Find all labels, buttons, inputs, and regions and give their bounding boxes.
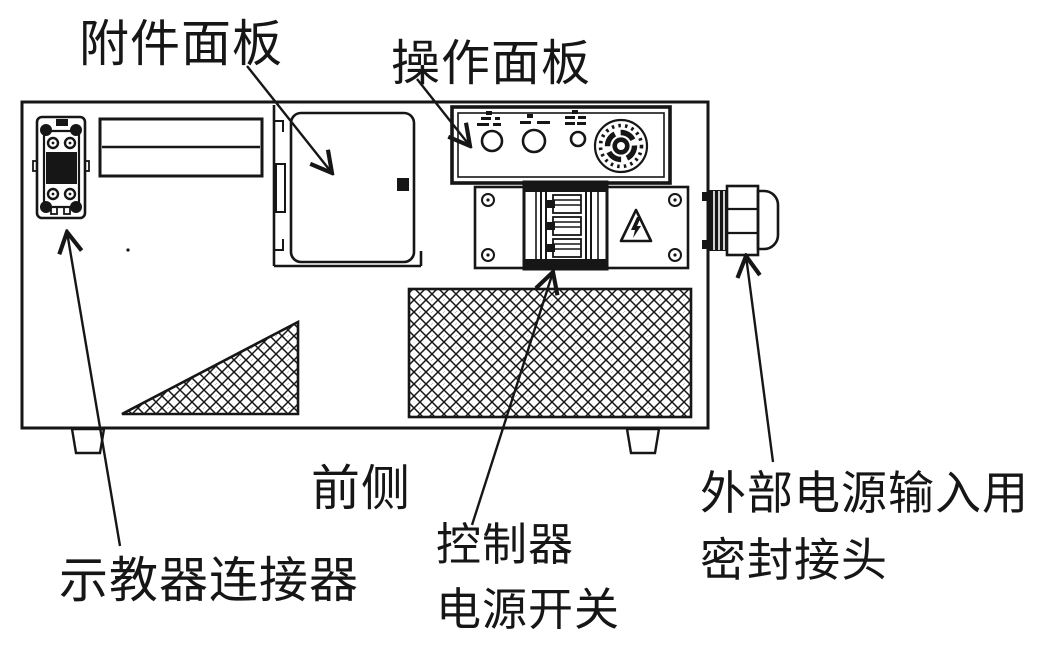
circuit-breaker	[522, 180, 609, 271]
leader-arrows	[67, 65, 775, 547]
label-external-power-gland: 外部电源输入用 密封接头	[700, 460, 1029, 594]
panel-button-2	[521, 128, 547, 154]
teach-pendant-connector	[32, 115, 90, 220]
label-teach-pendant-connector: 示教器连接器	[59, 552, 360, 609]
cabinet-foot-left	[70, 427, 106, 455]
screw-icons	[481, 193, 682, 262]
breaker-pole	[547, 194, 582, 214]
door-latch-mark	[397, 178, 409, 191]
panel-button-1	[480, 129, 504, 153]
panel-button-caption-marks	[477, 110, 586, 126]
top-louver-slot	[98, 117, 264, 178]
controller-power-switch	[473, 180, 690, 271]
label-controller-power-switch: 控制器 电源开关	[436, 512, 620, 642]
cabinet-foot-right	[625, 427, 661, 455]
knob-ring-text-marks	[598, 123, 644, 169]
panel-button-3	[569, 130, 587, 148]
leader-teach-connector	[67, 232, 122, 547]
leader-operation-panel	[416, 78, 470, 146]
label-accessory-panel: 附件面板	[79, 15, 283, 73]
label-controller-power-switch-line1: 控制器	[436, 518, 575, 571]
label-front-side: 前侧	[311, 460, 412, 517]
vent-grille-triangle	[121, 319, 300, 416]
accessory-panel-door	[126, 105, 423, 268]
leader-accessory-panel	[246, 65, 332, 173]
label-operation-panel: 操作面板	[391, 35, 592, 92]
breaker-pole	[547, 238, 582, 258]
leader-cable-gland	[746, 256, 775, 463]
breaker-pole	[547, 216, 582, 236]
label-external-power-gland-line1: 外部电源输入用	[700, 466, 1029, 520]
high-voltage-warning-icon	[619, 208, 653, 243]
label-external-power-gland-line2: 密封接头	[700, 533, 888, 587]
leader-power-switch	[470, 272, 553, 526]
vent-grille-rect	[407, 287, 693, 419]
label-controller-power-switch-line2: 电源开关	[436, 583, 621, 636]
emergency-stop-knob	[593, 118, 649, 174]
external-power-cable-gland	[702, 184, 780, 257]
